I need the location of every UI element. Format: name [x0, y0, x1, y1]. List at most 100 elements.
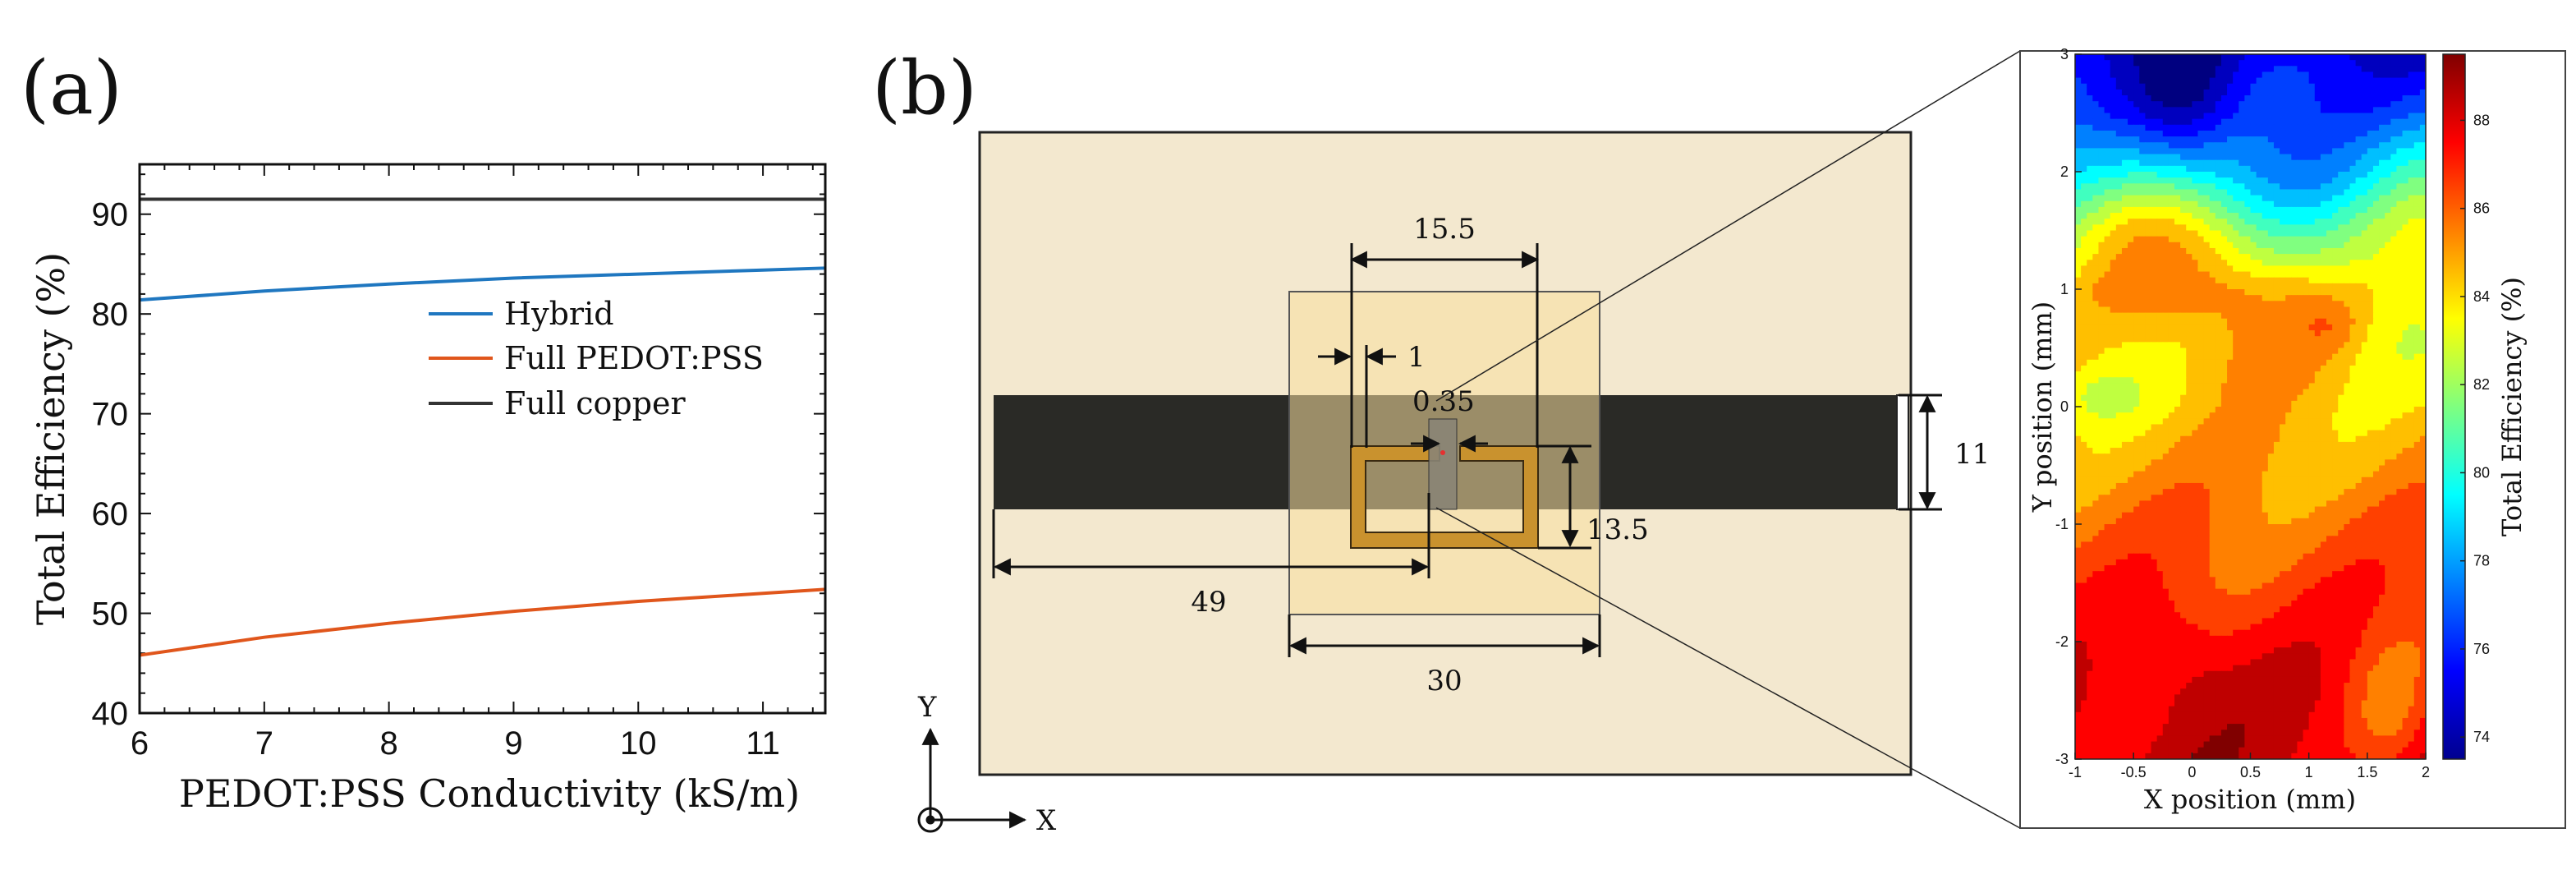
heatmap-cell	[2385, 136, 2391, 143]
heatmap-cell	[2367, 277, 2374, 284]
heatmap-cell	[2390, 172, 2398, 178]
heatmap-cell	[2314, 113, 2321, 120]
heatmap-cell	[2320, 377, 2327, 384]
heatmap-cell	[2297, 459, 2304, 467]
heatmap-cell	[2372, 518, 2380, 525]
heatmap-cell	[2087, 389, 2093, 396]
heatmap-cell	[2162, 407, 2170, 413]
heatmap-cell	[2186, 412, 2193, 419]
heatmap-cell	[2303, 277, 2310, 284]
heatmap-cell	[2098, 172, 2105, 178]
heatmap-cell	[2349, 113, 2357, 120]
heatmap-cell	[2344, 476, 2351, 484]
heatmap-cell	[2320, 318, 2327, 325]
heatmap-cell	[2379, 348, 2385, 355]
heatmap-cell	[2168, 512, 2175, 519]
heatmap-cell	[2367, 482, 2374, 490]
heatmap-cell	[2379, 324, 2385, 331]
heatmap-cell	[2332, 77, 2339, 85]
heatmap-cell	[2372, 242, 2380, 249]
heatmap-cell	[2087, 242, 2093, 249]
heatmap-cell	[2349, 159, 2357, 167]
heatmap-cell	[2233, 101, 2239, 108]
heatmap-cell	[2174, 247, 2181, 255]
heatmap-cell	[2197, 195, 2205, 202]
heatmap-cell	[2413, 172, 2421, 178]
heatmap-cell	[2128, 183, 2134, 191]
heatmap-cell	[2361, 482, 2368, 490]
heatmap-cell	[2379, 219, 2385, 225]
heatmap-cell	[2379, 394, 2385, 402]
heatmap-cell	[2308, 113, 2316, 120]
heatmap-cell	[2133, 71, 2140, 79]
heatmap-cell	[2390, 336, 2398, 343]
heatmap-cell	[2355, 441, 2362, 449]
heatmap-cell	[2308, 247, 2316, 255]
heatmap-cell	[2308, 77, 2316, 85]
heatmap-cell	[2280, 435, 2286, 443]
heatmap-cell	[2308, 154, 2316, 161]
heatmap-cell	[2145, 101, 2152, 108]
heatmap-cell	[2267, 430, 2275, 437]
heatmap-cell	[2390, 318, 2398, 325]
y-tick-label: 80	[92, 297, 129, 333]
heatmap-cell	[2390, 430, 2398, 437]
heatmap-cell	[2239, 359, 2245, 366]
dim-label-15-5: 15.5	[1413, 213, 1476, 246]
heatmap-cell	[2133, 247, 2140, 255]
heatmap-cell	[2367, 236, 2374, 243]
heatmap-cell	[2285, 260, 2292, 266]
heatmap-cell	[2121, 418, 2128, 426]
heatmap-cell	[2081, 206, 2087, 214]
heatmap-cell	[2239, 336, 2245, 343]
heatmap-cell	[2256, 54, 2263, 61]
heatmap-cell	[2372, 394, 2380, 402]
heatmap-cell	[2419, 60, 2426, 67]
heatmap-cell	[2267, 394, 2275, 402]
heatmap-cell	[2280, 312, 2286, 320]
heatmap-cell	[2092, 324, 2100, 331]
heatmap-cell	[2314, 407, 2321, 413]
heatmap-cell	[2092, 219, 2100, 225]
heatmap-cell	[2133, 448, 2140, 454]
heatmap-cell	[2291, 512, 2298, 519]
heatmap-cell	[2396, 459, 2404, 467]
heatmap-cell	[2308, 118, 2316, 126]
heatmap-cell	[2203, 77, 2211, 85]
heatmap-cell	[2220, 283, 2228, 290]
heatmap-cell	[2355, 371, 2362, 378]
heatmap-cell	[2379, 213, 2385, 219]
heatmap-cell	[2133, 230, 2140, 237]
heatmap-cell	[2396, 130, 2404, 137]
heatmap-cell	[2215, 377, 2222, 384]
heatmap-cell	[2145, 448, 2152, 454]
heatmap-cell	[2186, 200, 2193, 208]
heatmap-cell	[2151, 383, 2158, 390]
heatmap-cell	[2355, 277, 2362, 284]
heatmap-cell	[2110, 265, 2117, 273]
heatmap-cell	[2197, 213, 2205, 219]
heatmap-cell	[2338, 430, 2344, 437]
heatmap-cell	[2250, 512, 2257, 519]
heatmap-cell	[2326, 101, 2333, 108]
heatmap-cell	[2244, 130, 2252, 137]
heatmap-cell	[2186, 377, 2193, 384]
heatmap-cell	[2081, 107, 2087, 114]
heatmap-cell	[2087, 471, 2093, 478]
heatmap-cell	[2419, 77, 2426, 85]
heatmap-cell	[2156, 518, 2164, 525]
heatmap-cell	[2197, 476, 2205, 484]
heatmap-cell	[2297, 213, 2304, 219]
heatmap-cell	[2115, 247, 2123, 255]
heatmap-cell	[2256, 124, 2263, 131]
heatmap-cell	[2209, 476, 2216, 484]
heatmap-cell	[2367, 83, 2374, 90]
heatmap-cell	[2303, 448, 2310, 454]
heatmap-cell	[2128, 242, 2134, 249]
heatmap-cell	[2280, 336, 2286, 343]
heatmap-cell	[2349, 459, 2357, 467]
heatmap-cell	[2332, 265, 2339, 273]
heatmap-cell	[2233, 342, 2239, 349]
heatmap-cell	[2419, 424, 2426, 431]
heatmap-cell	[2110, 247, 2117, 255]
